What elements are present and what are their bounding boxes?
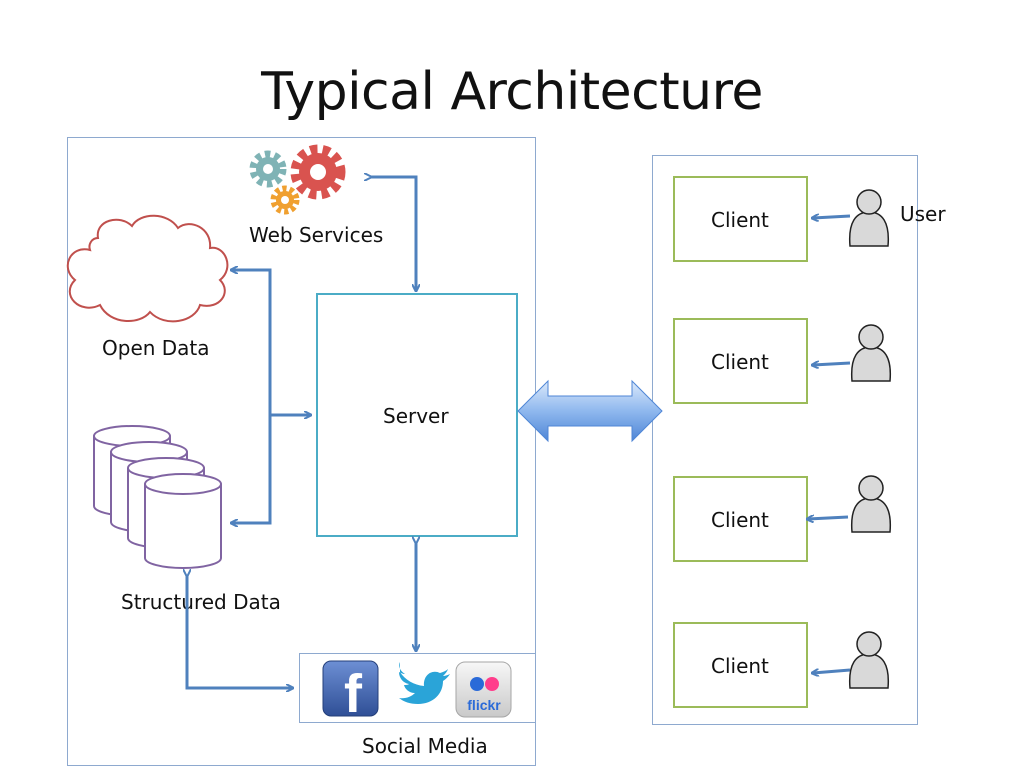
slide-title: Typical Architecture [261, 62, 763, 122]
social-media-label: Social Media [362, 734, 488, 758]
server-client-double-arrow [517, 379, 663, 443]
social-media-box[interactable] [299, 653, 536, 723]
user-client-arrow [813, 363, 851, 365]
client-box[interactable] [673, 318, 808, 404]
open-data-arrow [232, 270, 272, 415]
client-label: Client [711, 508, 769, 532]
client-box[interactable] [673, 176, 808, 262]
server-label: Server [383, 404, 449, 428]
user-icon [850, 324, 892, 382]
structured-social-arrow [187, 575, 292, 688]
user-client-arrow [813, 668, 851, 673]
user-label: User [900, 202, 946, 226]
user-icon [848, 631, 890, 689]
open-data-label: Open Data [102, 336, 210, 360]
user-icon [848, 189, 890, 247]
flickr-glyph: flickr [467, 697, 501, 713]
client-label: Client [711, 654, 769, 678]
user-client-arrow [813, 216, 851, 218]
structured-data-cylinders-icon [93, 425, 222, 569]
client-label: Client [711, 350, 769, 374]
backend-panel [67, 137, 536, 766]
twitter-icon [399, 662, 450, 704]
web-services-gears-icon [249, 144, 346, 215]
facebook-icon: f [322, 660, 379, 724]
web-services-server-arrow [370, 177, 416, 290]
frontend-panel [652, 155, 918, 725]
client-label: Client [711, 208, 769, 232]
web-services-label: Web Services [249, 223, 384, 247]
connector-arrows [187, 177, 851, 688]
facebook-glyph: f [344, 664, 363, 724]
user-client-arrow [808, 517, 849, 519]
client-box[interactable] [673, 622, 808, 708]
user-icon [850, 475, 892, 533]
flickr-icon: flickr [455, 661, 512, 718]
structured-data-arrow [232, 415, 272, 523]
open-data-cloud-icon [66, 214, 229, 323]
